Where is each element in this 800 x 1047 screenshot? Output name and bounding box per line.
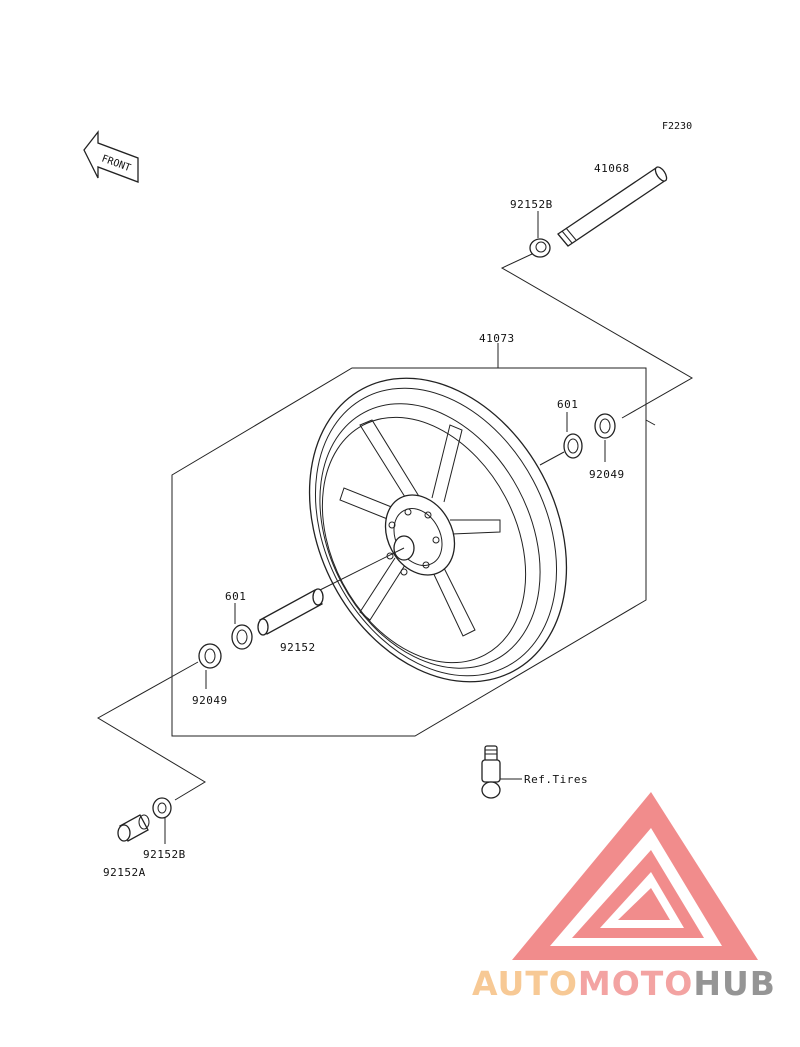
collar-bottom-a-part [117,814,150,842]
part-label-collar-bottom: 92152B [143,848,186,861]
collar-bottom-part [152,797,172,819]
part-label-seal-left: 92049 [192,694,228,707]
svg-text:AUTOMOTOHUB: AUTOMOTOHUB [472,964,776,1003]
part-label-seal-right: 92049 [589,468,625,481]
part-label-axle: 41068 [594,162,630,175]
part-label-bearing-right: 601 [557,398,578,411]
valve-part [481,745,501,799]
collar-top-part [529,238,551,258]
bearing-right-part [563,433,583,459]
logo-text-moto: MOTO [578,964,693,1003]
wheel-part [308,377,568,683]
spacer-part [257,588,324,636]
part-label-spacer: 92152 [280,641,316,654]
part-label-wheel: 41073 [479,332,515,345]
automotohub-logo: AUTOMOTOHUB [472,792,776,1003]
part-label-bearing-left: 601 [225,590,246,603]
seal-left-part [198,643,222,669]
seal-right-part [594,413,616,439]
part-label-collar-top: 92152B [510,198,553,211]
part-label-collar-bottom-a: 92152A [103,866,146,879]
front-arrow-icon: FRONT [83,130,139,183]
diagram-code: F2230 [662,121,692,132]
axle-part [557,166,668,247]
logo-text-hub: HUB [693,964,776,1003]
bearing-left-part [231,624,253,650]
logo-text-auto: AUTO [472,964,578,1003]
part-label-valve: Ref.Tires [524,773,588,786]
